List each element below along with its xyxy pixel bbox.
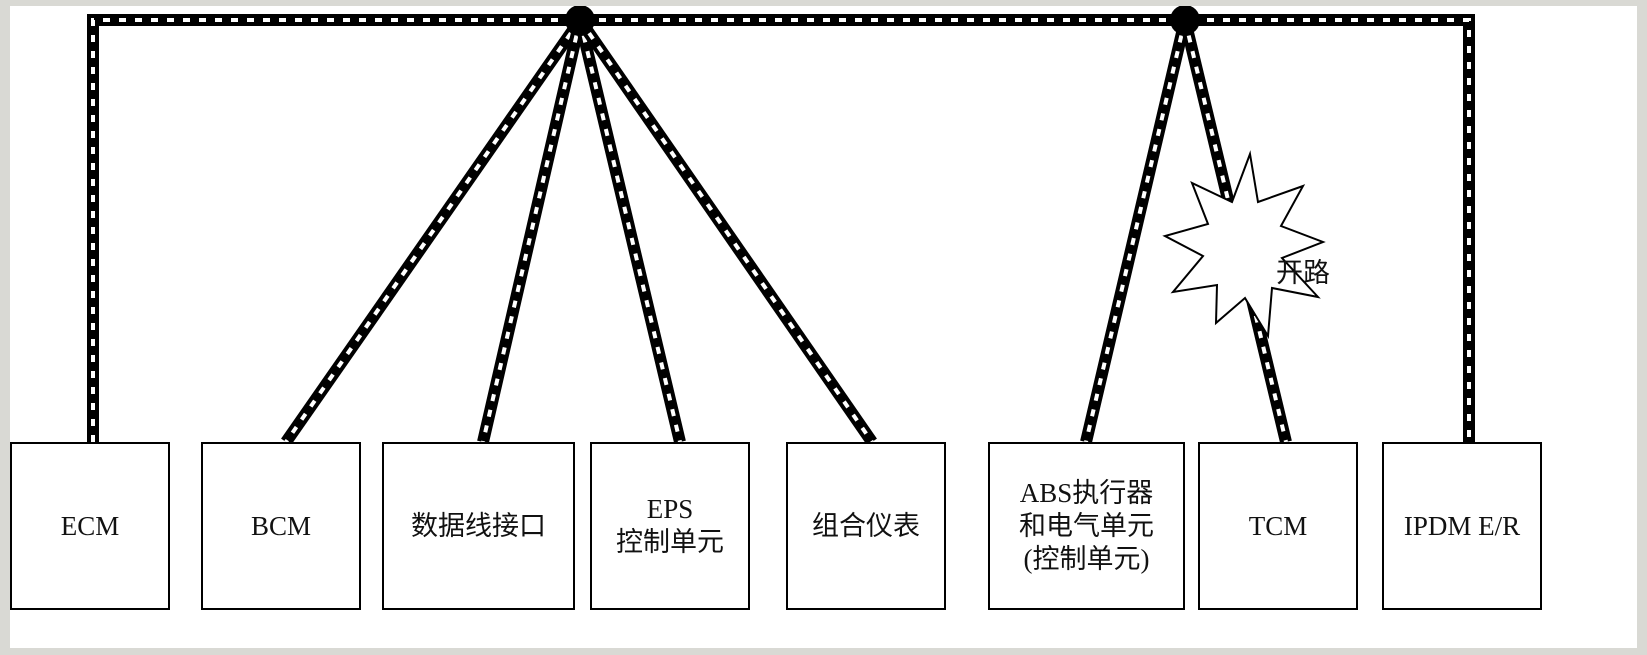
branch-wire-abs: [1080, 18, 1191, 444]
module-abs-actuator: ABS执行器 和电气单元 (控制单元): [988, 442, 1185, 610]
open-circuit-label: 开路: [1276, 258, 1330, 288]
junction-node-left: [565, 6, 595, 35]
module-label: EPS 控制单元: [616, 494, 724, 557]
module-label: BCM: [250, 510, 312, 541]
module-label: ABS执行器 和电气单元 (控制单元): [1019, 477, 1154, 574]
branch-wire-eps: [574, 18, 686, 444]
module-label: TCM: [1248, 510, 1308, 541]
module-tcm: TCM: [1198, 442, 1358, 610]
branch-wire-bcm: [281, 16, 585, 446]
module-bcm: BCM: [201, 442, 361, 610]
can-bus-wiring: [87, 6, 1475, 446]
module-label: 组合仪表: [812, 510, 920, 541]
module-eps-control-unit: EPS 控制单元: [590, 442, 750, 610]
module-label: ECM: [60, 510, 120, 541]
junction-node-right: [1170, 6, 1200, 35]
module-label: IPDM E/R: [1403, 510, 1521, 541]
module-ecm: ECM: [10, 442, 170, 610]
main-bus-line: [87, 14, 1475, 442]
module-combination-meter: 组合仪表: [786, 442, 946, 610]
module-label: 数据线接口: [411, 510, 546, 541]
open-circuit-burst-icon: [1162, 150, 1326, 340]
branch-wire-combination-meter: [575, 16, 877, 446]
module-data-link-connector: 数据线接口: [382, 442, 575, 610]
branch-wire-data-link-connector: [477, 18, 586, 444]
module-ipdm-er: IPDM E/R: [1382, 442, 1542, 610]
can-bus-diagram: 开路 ECM BCM 数据线接口 EPS 控制单元 组合仪表 ABS执行器 和电…: [10, 6, 1637, 648]
